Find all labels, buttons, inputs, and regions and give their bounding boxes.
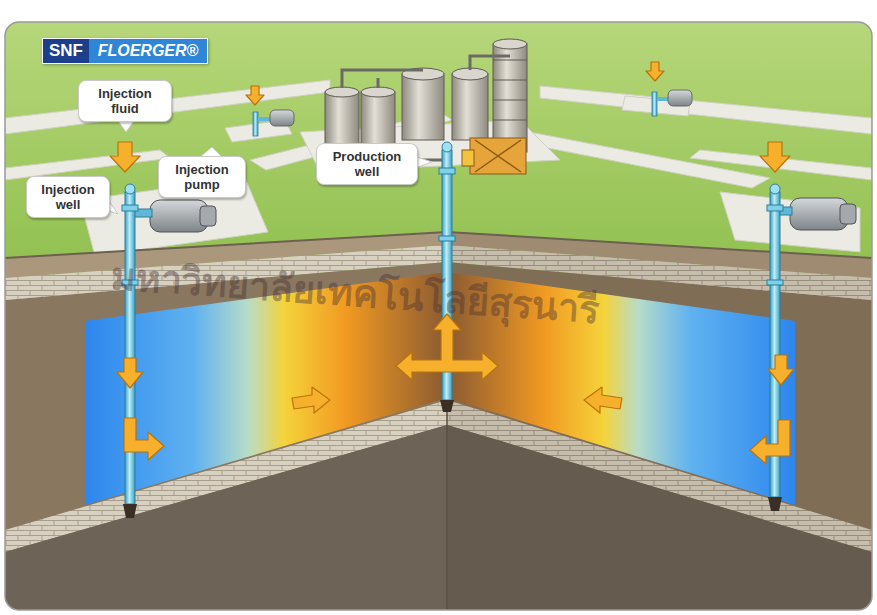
callout-box: Injection well — [26, 176, 110, 218]
callout-box: Injection pump — [158, 156, 246, 198]
callout-text: Injection fluid — [83, 86, 167, 116]
callout-text: Injection pump — [163, 162, 241, 192]
watermark-text: มหาวิทยาลัยเทคโนโลยีสุรนารี — [108, 245, 600, 340]
callout-box: Production well — [316, 143, 418, 185]
callout-text: Production well — [321, 149, 413, 179]
callout-text: Injection well — [31, 182, 105, 212]
logo-text: FLOERGER® — [89, 39, 207, 63]
logo-badge: SNFFLOERGER® — [42, 38, 208, 64]
logo-text: SNF — [43, 39, 89, 63]
callout-box: Injection fluid — [78, 80, 172, 122]
